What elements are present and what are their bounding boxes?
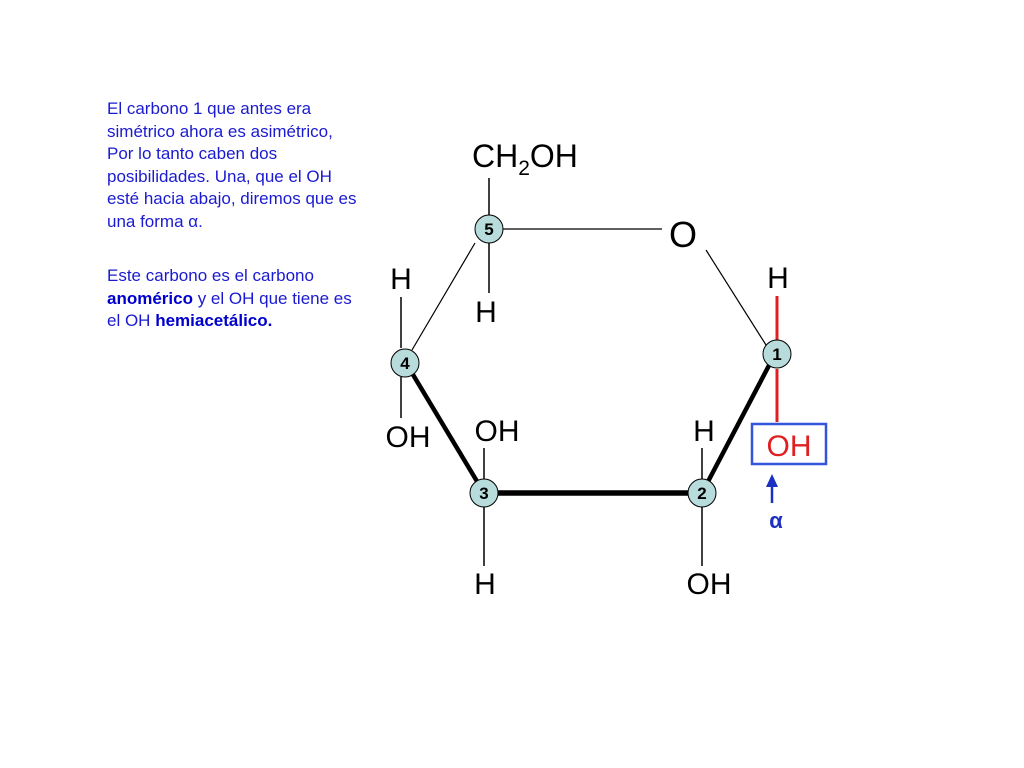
alpha-label: α [769,508,783,533]
c3-h-label: H [474,568,496,601]
explanation-paragraph-1: El carbono 1 que antes era simétrico aho… [107,99,357,231]
carbon-node-4: 4 [390,348,420,378]
svg-text:1: 1 [772,345,781,364]
svg-text:2: 2 [697,484,706,503]
svg-text:4: 4 [400,354,410,373]
c3-oh-label: OH [475,415,520,448]
c5-h-label: H [475,296,497,329]
carbon-node-3: 3 [469,478,499,508]
explanation-paragraph-2: Este carbono es el carbono anomérico y e… [107,265,357,333]
anomeric-keyword: anomérico [107,288,193,308]
bond-o-c1 [705,249,767,346]
hemiacetal-keyword: hemiacetálico. [155,311,273,330]
ch2oh-label: CH2OH [472,138,578,180]
c1-oh-label: OH [767,430,812,463]
svg-text:3: 3 [479,484,488,503]
text-segment: Este carbono es el carbono [107,266,314,285]
carbon-node-5: 5 [474,214,504,244]
svg-text:5: 5 [484,220,493,239]
bond-c5-c4 [411,242,476,351]
c4-oh-label: OH [386,421,431,454]
bond-c2-c1 [700,352,777,495]
anomeric-oh-box [750,422,828,466]
c2-h-label: H [693,415,715,448]
ring-oxygen-label: O [669,214,697,255]
c1-h-label: H [767,262,789,295]
carbon-node-1: 1 [762,339,792,369]
c2-oh-label: OH [687,568,732,601]
text-segment: y el OH que tiene es el OH [107,288,352,331]
carbon-node-2: 2 [687,478,717,508]
bond-c4-c3 [404,361,486,495]
alpha-arrow-head [766,474,778,487]
c4-h-label: H [390,263,412,296]
